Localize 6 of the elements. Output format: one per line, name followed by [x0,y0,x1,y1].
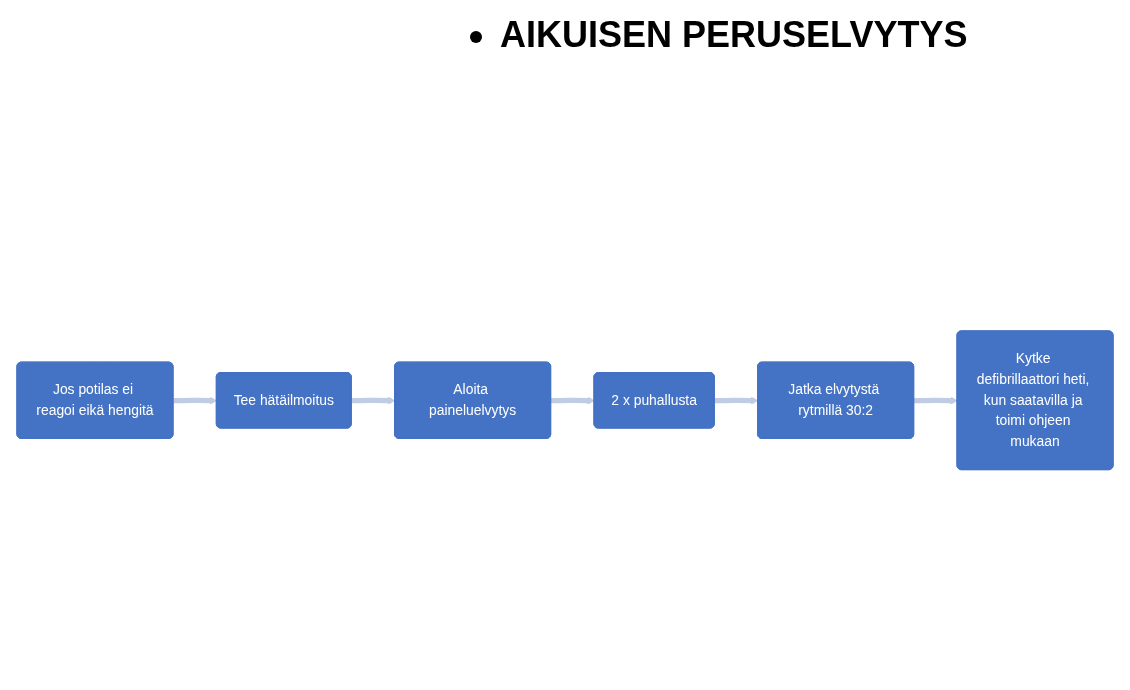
arrow [173,396,218,405]
arrow [914,396,958,405]
title: AIKUISEN PERUSELVYTYS [470,14,968,56]
arrow [714,396,759,405]
arrow [351,396,396,405]
arrow [551,396,595,405]
